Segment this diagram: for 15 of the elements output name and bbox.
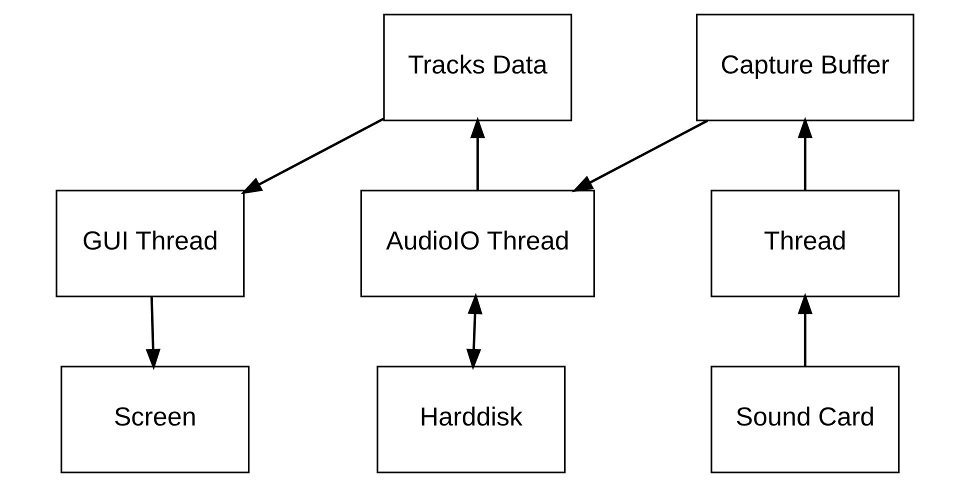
arrow bbox=[466, 292, 482, 370]
arrow bbox=[571, 120, 708, 192]
node-box: Screen bbox=[60, 366, 250, 474]
arrow bbox=[145, 296, 160, 370]
node-box: Harddisk bbox=[376, 366, 566, 474]
node-box: Sound Card bbox=[710, 366, 900, 474]
node-box: AudioIO Thread bbox=[360, 190, 594, 298]
arrow bbox=[240, 118, 384, 194]
node-box: Capture Buffer bbox=[695, 14, 914, 122]
node-box: GUI Thread bbox=[55, 190, 244, 298]
arrow bbox=[797, 292, 812, 366]
node-box: Thread bbox=[710, 190, 900, 298]
arrow bbox=[797, 116, 812, 191]
arrow bbox=[470, 116, 485, 191]
node-box: Tracks Data bbox=[382, 14, 572, 122]
